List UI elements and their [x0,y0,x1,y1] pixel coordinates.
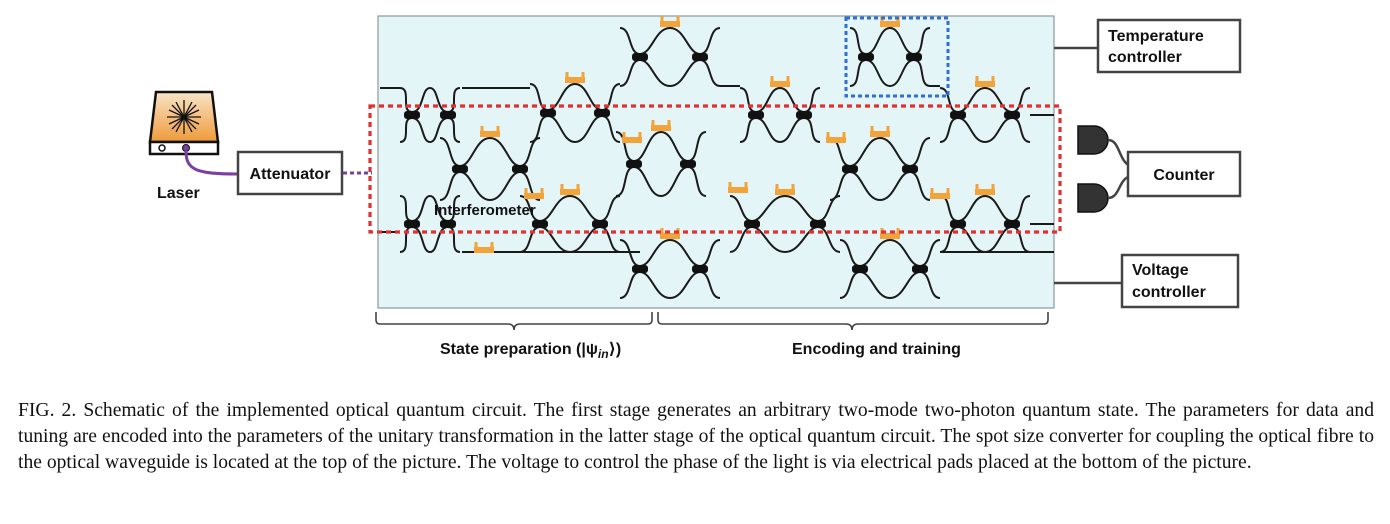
waveguide [939,116,1031,144]
coupler-icon [594,109,610,117]
state-preparation-label: State preparation (|ψin⟩) [440,341,621,361]
state-preparation-brace [375,312,653,331]
interferometer-label: Interferometer [434,202,536,219]
coupler-icon [512,165,528,173]
temperature-controller-label-1: Temperature [1108,28,1204,45]
attenuator-box [236,150,344,196]
coupler-icon [1004,111,1020,119]
coupler-icon [842,165,858,173]
waveguide [829,170,931,202]
counter-wire-bottom [1107,174,1131,200]
coupler-icon [906,53,922,61]
coupler-icon [592,220,608,228]
waveguide [619,238,721,268]
laser-label: Laser [157,185,200,202]
waveguide [439,170,541,202]
detector-icon [1077,125,1109,155]
figure-caption: FIG. 2. Schematic of the implemented opt… [18,400,1374,473]
voltage-controller-label-1: Voltage [1132,262,1189,279]
coupler-icon [912,265,928,273]
coupler-icon [858,53,874,61]
phase-shifter-group [474,16,995,253]
laser-fiber [184,150,239,176]
waveguide [615,165,707,198]
coupler-icon [532,220,548,228]
voltage-controller-box [1120,253,1240,309]
coupler-icon [404,220,420,228]
waveguide [619,270,721,300]
phase-shifter-pad-icon [930,188,950,199]
coupler-icon [950,111,966,119]
waveguide [849,26,931,56]
encoding-training-brace [657,312,1049,331]
coupler-icon [440,111,456,119]
coupler-icon [540,109,556,117]
waveguide [399,116,461,144]
phase-shifter-pad-icon [975,76,995,87]
waveguide [839,270,941,300]
waveguide [619,58,721,88]
waveguide [439,136,541,168]
counter-box [1126,150,1242,198]
coupler-icon [902,165,918,173]
coupler-icon [748,111,764,119]
optical-circuit-diagram: Interferometer Laser Attenuator T [148,15,1242,361]
spot-size-converter-highlight-box [844,16,950,98]
waveguide [399,194,461,223]
coupler-icon [632,53,648,61]
phase-shifter-pad-icon [560,184,580,195]
coupler-icon [950,220,966,228]
waveguide [739,116,821,144]
waveguide [839,238,941,268]
laser-icon [148,90,220,156]
coupler-icon [632,265,648,273]
phase-shifter-pad-icon [480,126,500,137]
coupler-icon [440,220,456,228]
attenuator-label: Attenuator [250,166,331,183]
phase-shifter-pad-icon [474,242,494,253]
coupler-icon [692,53,708,61]
phase-shifter-pad-icon [775,184,795,195]
phase-shifter-pad-icon [660,16,680,27]
coupler-icon [796,111,812,119]
coupler-icon [404,111,420,119]
voltage-controller-label-2: controller [1132,284,1206,301]
coupler-icon [692,265,708,273]
phase-shifter-pad-icon [770,76,790,87]
interferometer-highlight-box [368,104,1062,234]
waveguide [849,58,931,88]
waveguide [729,194,841,223]
coupler-icon [810,220,826,228]
phase-shifter-pad-icon [826,132,846,143]
coupler-icon [744,220,760,228]
phase-shifter-pad-icon [524,188,544,199]
coupler-icon [626,160,642,168]
waveguide [829,136,931,168]
coupler-icon [852,265,868,273]
coupler-icon [452,165,468,173]
counter-label: Counter [1153,167,1214,184]
waveguide [529,114,621,144]
detector-icon [1077,183,1109,213]
waveguide [729,225,841,254]
waveguide [519,194,621,223]
waveguide [939,194,1031,223]
coupler-icon [1004,220,1020,228]
encoding-training-label: Encoding and training [792,341,961,358]
waveguide [615,130,707,163]
phase-shifter-pad-icon [870,126,890,137]
phase-shifter-pad-icon [728,182,748,193]
temperature-controller-box [1096,18,1242,74]
phase-shifter-pad-icon [565,72,585,83]
phase-shifter-pad-icon [622,132,642,143]
photonic-chip [377,15,1055,309]
temperature-controller-label-2: controller [1108,49,1182,66]
phase-shifter-pad-icon [975,184,995,195]
phase-shifter-pad-icon [651,120,671,131]
coupler-group [404,53,1020,273]
counter-wire-top [1107,138,1131,168]
waveguide [619,26,721,56]
coupler-icon [680,160,696,168]
